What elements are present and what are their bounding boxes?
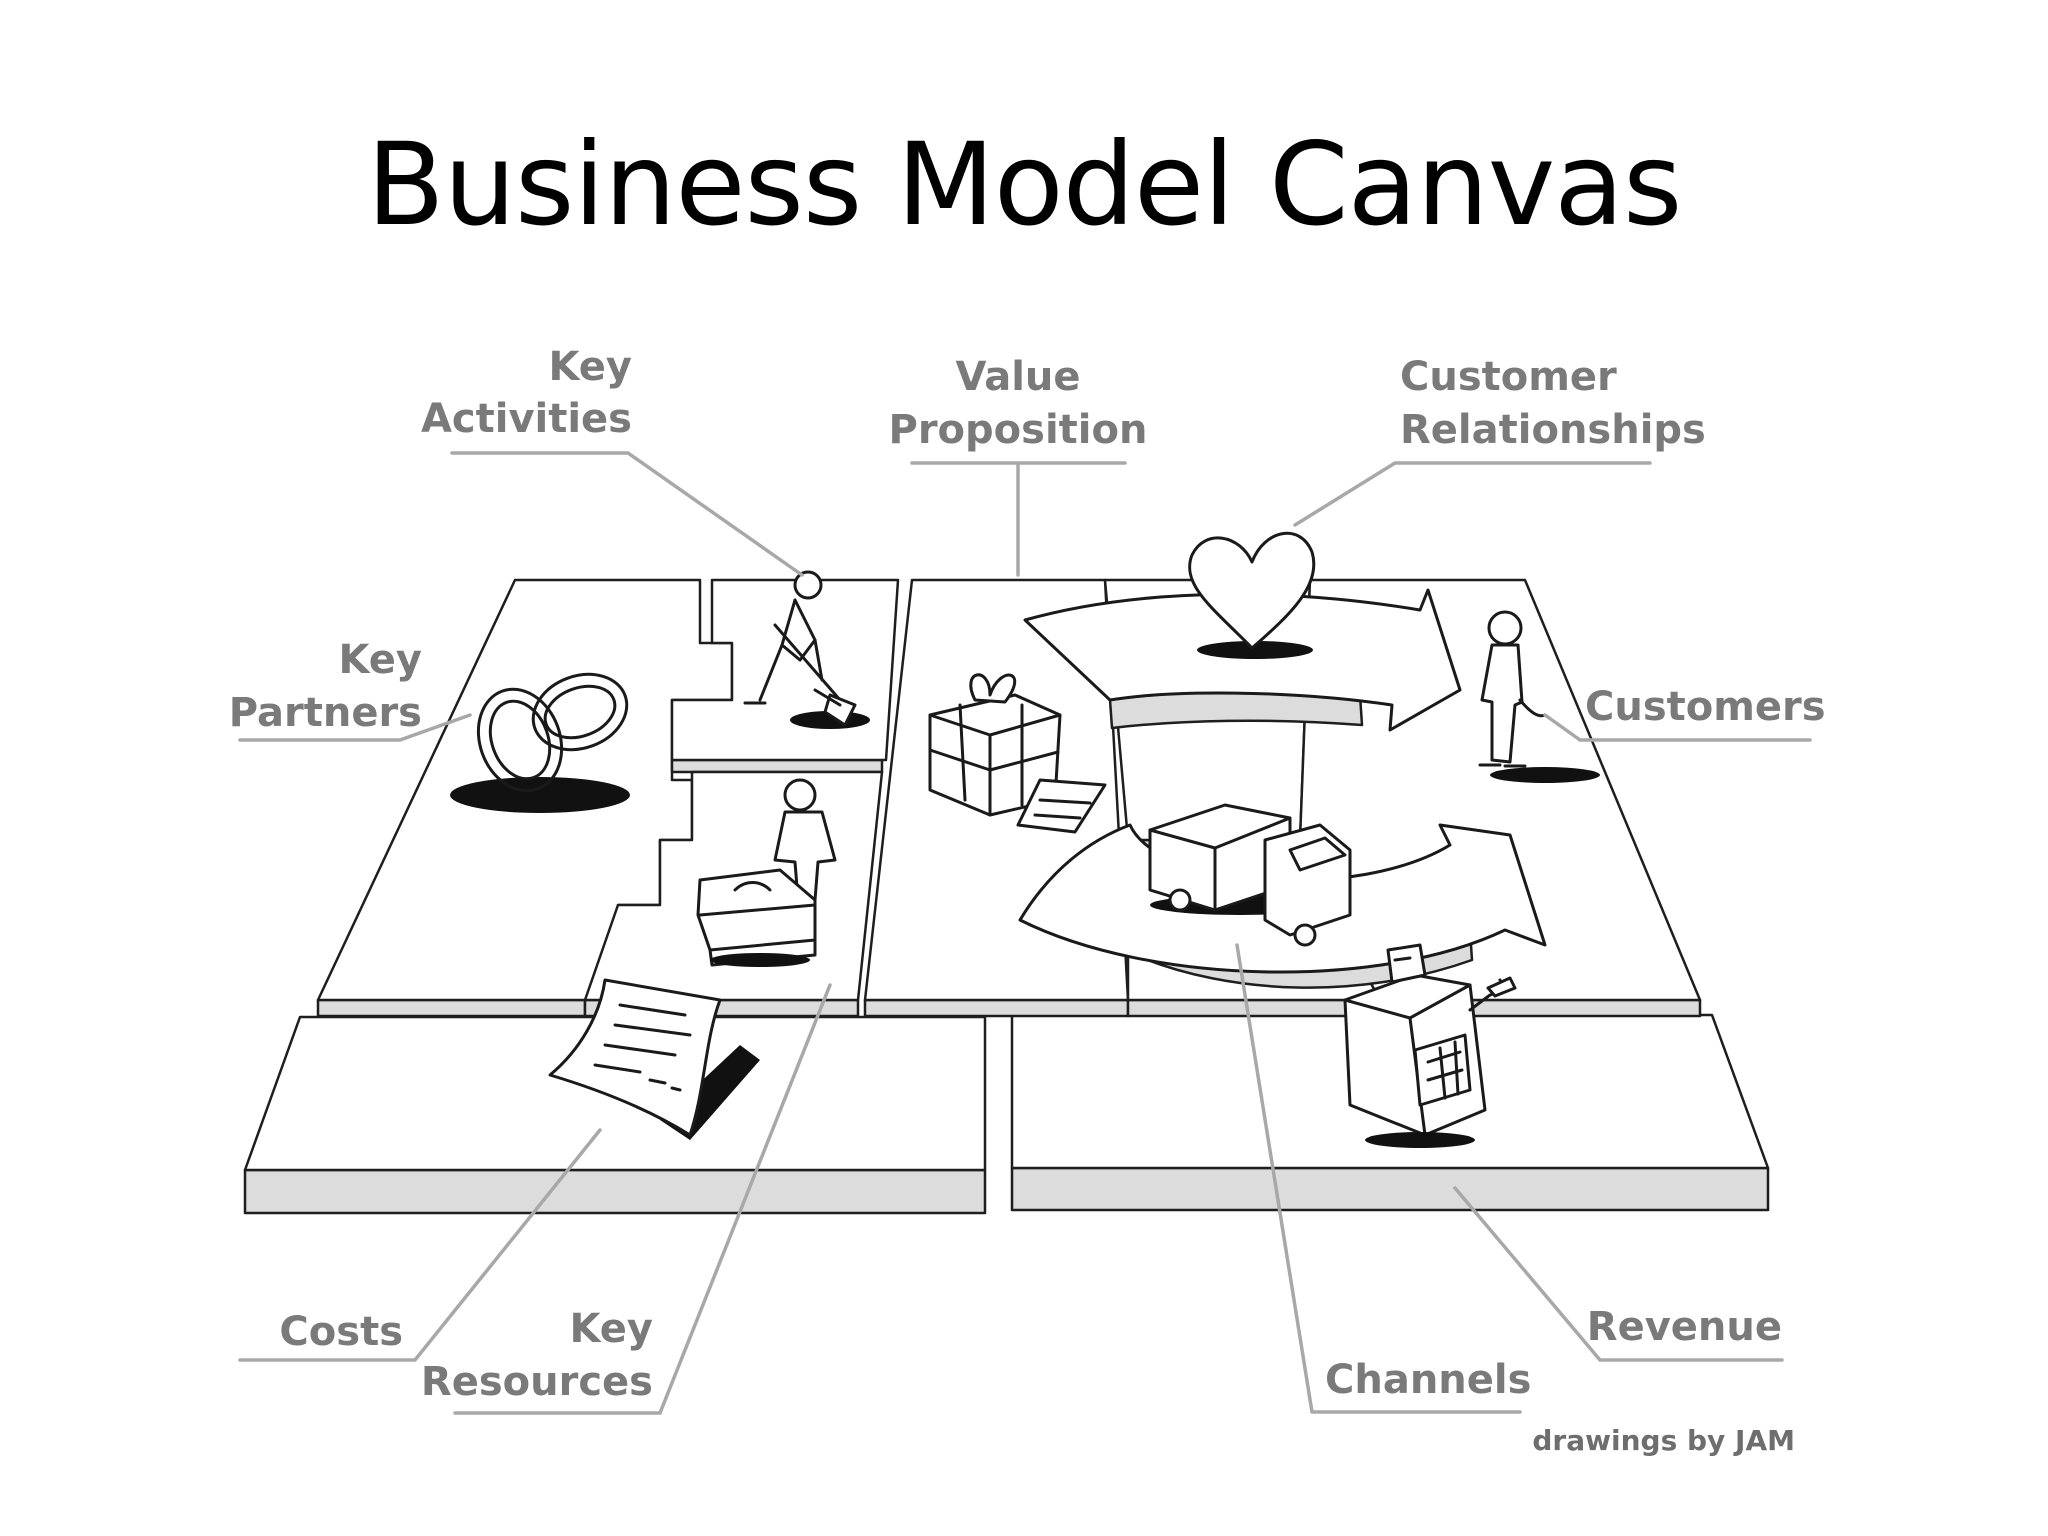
label-revenue: Revenue bbox=[1587, 1304, 1782, 1350]
label-key-activities-line2: Activities bbox=[421, 396, 632, 442]
cash-register-icon bbox=[1343, 943, 1517, 1148]
label-key-partners-line2: Partners bbox=[229, 690, 422, 736]
page-title: Business Model Canvas bbox=[366, 118, 1683, 251]
label-leaders bbox=[238, 451, 1812, 1415]
label-key-resources-line2: Resources bbox=[421, 1359, 653, 1405]
label-customers: Customers bbox=[1585, 684, 1826, 730]
heart-icon bbox=[1188, 531, 1316, 659]
label-customer-relationships-line2: Relationships bbox=[1400, 407, 1706, 453]
drawings-credit: drawings by JAM bbox=[1532, 1424, 1795, 1457]
gift-box-icon bbox=[928, 673, 1107, 834]
label-key-activities: Key Activities bbox=[421, 344, 632, 442]
label-customer-relationships: Customer Relationships bbox=[1400, 354, 1706, 453]
label-key-activities-line1: Key bbox=[549, 344, 633, 390]
label-costs: Costs bbox=[279, 1309, 403, 1355]
label-customer-relationships-line1: Customer bbox=[1400, 354, 1617, 400]
label-value-proposition-line2: Proposition bbox=[889, 407, 1148, 453]
label-key-resources-line1: Key bbox=[570, 1306, 654, 1352]
invoice-document-icon bbox=[548, 978, 760, 1140]
label-value-proposition: Value Proposition bbox=[889, 354, 1148, 453]
interlocked-rings-icon bbox=[450, 672, 630, 813]
standing-person-icon bbox=[1478, 610, 1600, 783]
label-value-proposition-line1: Value bbox=[955, 354, 1080, 400]
person-with-machine-icon bbox=[696, 778, 837, 967]
label-channels: Channels bbox=[1325, 1357, 1531, 1403]
label-key-partners-line1: Key bbox=[339, 637, 423, 683]
label-key-resources: Key Resources bbox=[421, 1306, 653, 1405]
person-digging-icon bbox=[743, 570, 870, 729]
truck-icon bbox=[1148, 803, 1352, 947]
label-key-partners: Key Partners bbox=[229, 637, 422, 736]
